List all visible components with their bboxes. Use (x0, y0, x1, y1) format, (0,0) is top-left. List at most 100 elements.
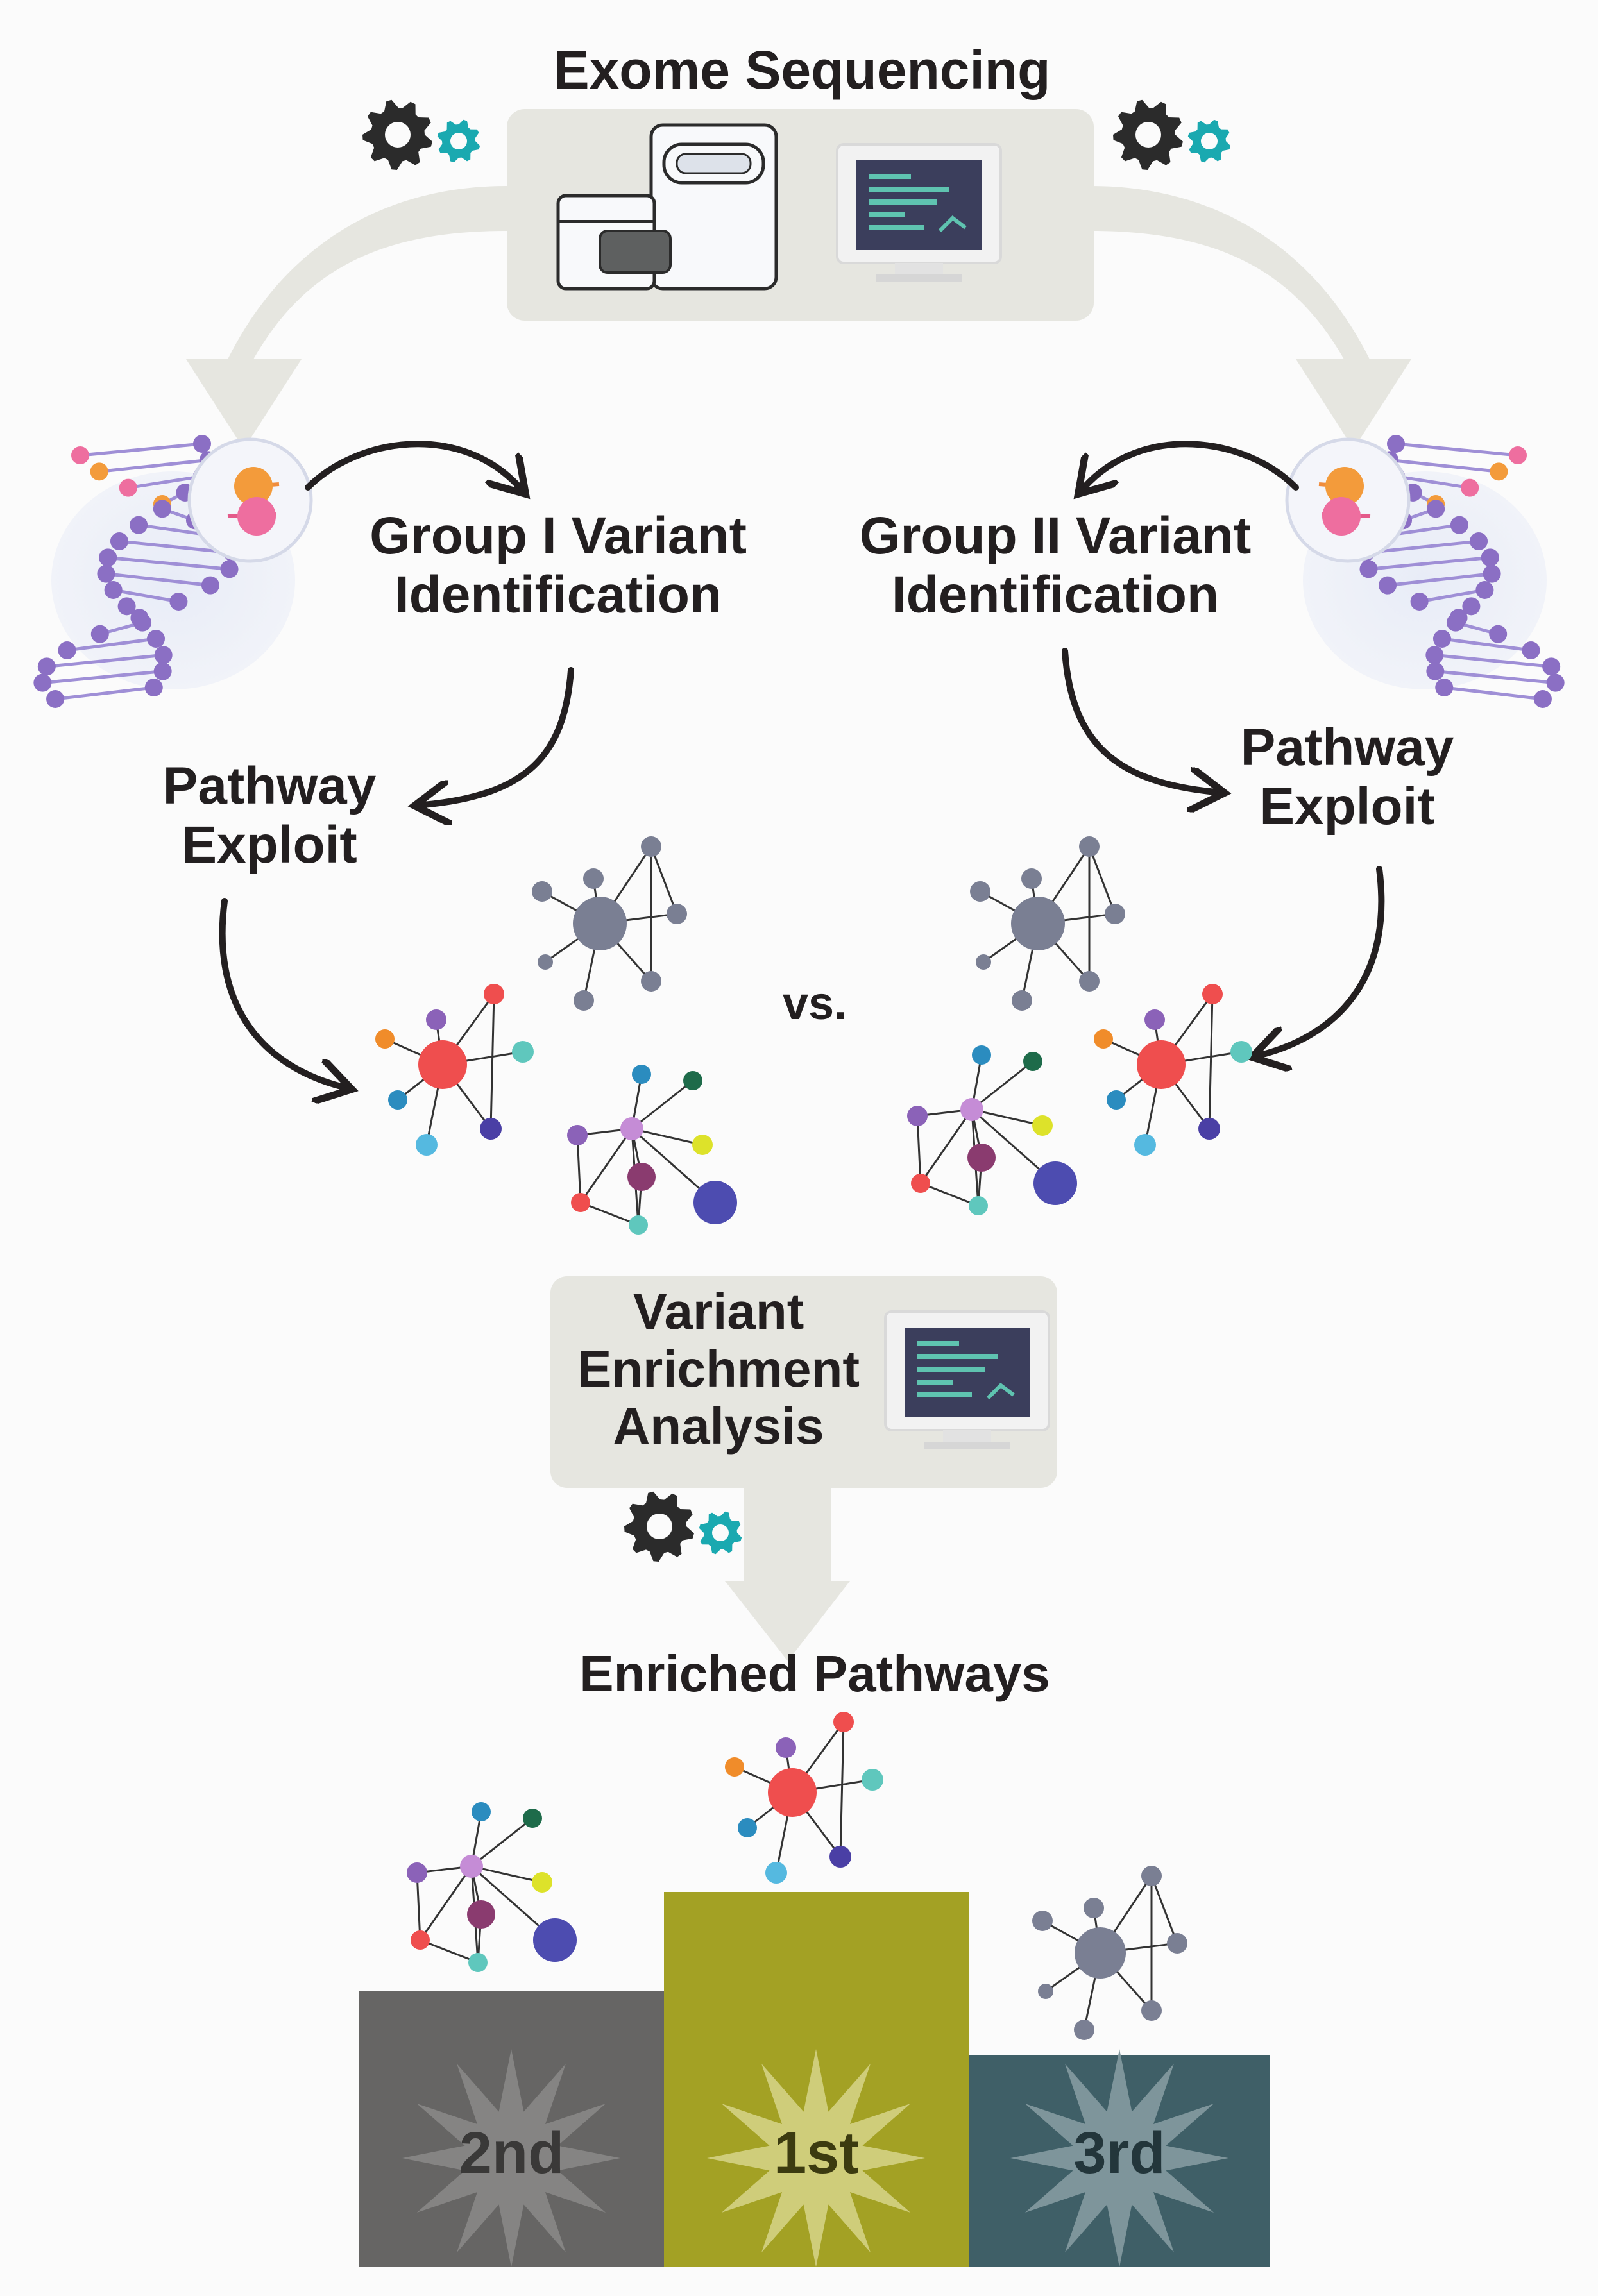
enrichment-panel (550, 1276, 1057, 1661)
left-curved-arrow (186, 186, 507, 449)
network-node (692, 1135, 713, 1155)
network-node (480, 1118, 502, 1140)
network-node (407, 1862, 427, 1883)
network-node (907, 1106, 928, 1126)
network-node (970, 881, 990, 902)
network-node (1230, 1041, 1252, 1063)
network-hub-node (1011, 897, 1065, 950)
sequencer-icon (556, 123, 778, 291)
pathway-network (907, 1045, 1077, 1215)
network-node (976, 954, 991, 970)
monitor-icon-bottom (884, 1310, 1050, 1449)
network-node (969, 1196, 988, 1215)
arrow-group1-to-pathway (423, 667, 574, 805)
network-hub-node (768, 1768, 817, 1817)
network-node (1012, 990, 1032, 1011)
group2-line2: Identification (891, 565, 1220, 624)
network-node (725, 1757, 744, 1777)
network-node (972, 1045, 991, 1065)
network-node (1074, 2020, 1094, 2040)
network-node (693, 1181, 737, 1224)
network-node (967, 1144, 996, 1172)
network-node (416, 1134, 438, 1156)
network-node (1023, 1052, 1042, 1071)
title-exome-sequencing: Exome Sequencing (553, 40, 1051, 100)
gear-icon (362, 99, 480, 170)
network-node (426, 1009, 446, 1030)
star-icon (402, 2049, 620, 2267)
network-hub-node (1137, 1040, 1186, 1089)
pathway-network (567, 1065, 737, 1235)
network-node (1141, 2000, 1162, 2021)
network-node (375, 1029, 395, 1049)
network-node (467, 1900, 495, 1929)
network-node (532, 1872, 552, 1893)
network-node (388, 1090, 407, 1110)
network-node (411, 1930, 430, 1950)
network-node (1134, 1134, 1156, 1156)
network-node (484, 984, 504, 1004)
network-node (632, 1065, 651, 1084)
network-node (1038, 1984, 1053, 1999)
pathway-network (532, 836, 687, 1011)
network-node (523, 1809, 542, 1828)
network-node (1202, 984, 1223, 1004)
arrow-group2-to-pathway (1062, 648, 1216, 792)
pathway-network (725, 1712, 883, 1884)
network-node (627, 1163, 656, 1191)
network-node (1079, 971, 1100, 992)
network-hub-node (418, 1040, 467, 1089)
network-node (641, 971, 661, 992)
network-node (538, 954, 553, 970)
network-hub-node (573, 897, 627, 950)
network-node (1079, 836, 1100, 857)
podium-second-label: 2nd (459, 2120, 565, 2186)
network-node (1033, 1161, 1077, 1205)
network-node (629, 1215, 648, 1235)
network-node (1141, 1866, 1162, 1886)
sequencing-panel (186, 109, 1411, 449)
pathway-network (1032, 1866, 1187, 2040)
network-node (1107, 1090, 1126, 1110)
network-node (567, 1125, 588, 1145)
network-node (765, 1862, 787, 1884)
network-node (862, 1769, 883, 1791)
podium (359, 1892, 1270, 2267)
pathway-network (407, 1802, 577, 1972)
network-node (583, 868, 604, 889)
network-node (532, 881, 552, 902)
star-icon (707, 2049, 925, 2267)
network-node (1032, 1115, 1053, 1136)
pathway-right-label: Pathway Exploit (1200, 718, 1495, 836)
monitor-icon-top (836, 143, 1002, 282)
gear-icon (624, 1491, 742, 1562)
arrow-dna-to-group2 (1084, 441, 1299, 487)
network-node (776, 1737, 796, 1758)
network-node (1105, 904, 1125, 924)
group2-label: Group II Variant Identification (831, 507, 1280, 625)
pathway-left-line1: Pathway (162, 757, 377, 815)
arrow-pathway-to-networks-left (219, 898, 343, 1087)
network-node (683, 1071, 702, 1090)
network-node (641, 836, 661, 857)
enrichment-line3: Analysis (613, 1397, 824, 1455)
network-node (468, 1953, 488, 1972)
dna-right (1285, 435, 1565, 708)
dna-left (33, 435, 313, 708)
star-icon (1010, 2049, 1228, 2267)
podium-third-label: 3rd (1073, 2120, 1166, 2186)
pathway-network (970, 836, 1125, 1011)
network-hub-node (960, 1098, 983, 1121)
network-node (1144, 1009, 1165, 1030)
podium-first-label: 1st (774, 2120, 859, 2186)
enrichment-label: Variant Enrichment Analysis (552, 1283, 885, 1455)
network-node (512, 1041, 534, 1063)
pathway-network (1094, 984, 1252, 1156)
network-node (1094, 1029, 1113, 1049)
network-node (571, 1193, 590, 1212)
arrow-pathway-to-networks-right (1261, 866, 1385, 1055)
network-hub-node (1075, 1927, 1126, 1979)
network-node (911, 1174, 930, 1193)
group1-line2: Identification (394, 565, 722, 624)
